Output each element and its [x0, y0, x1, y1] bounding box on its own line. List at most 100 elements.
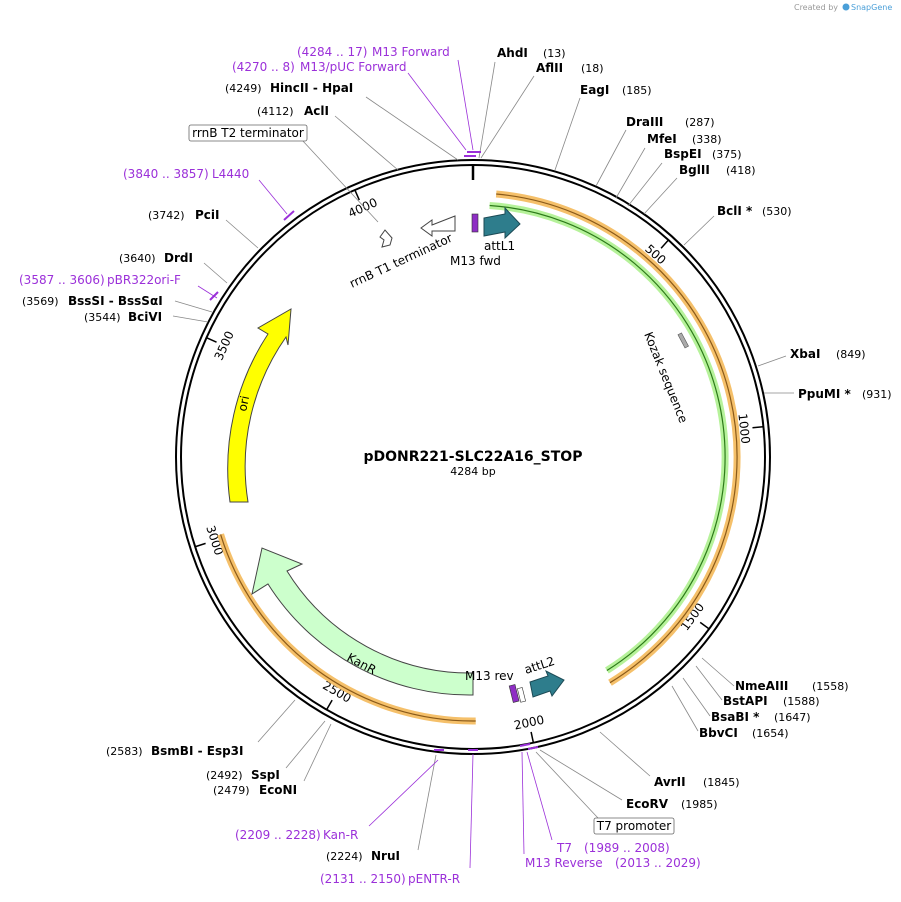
- enzyme-ecorv[interactable]: EcoRV: [626, 797, 669, 811]
- enzyme-bglii[interactable]: BglII: [679, 163, 710, 177]
- enzyme-line-xbai: [757, 355, 787, 367]
- primer-pbr322ori-f-range: (3587 .. 3606): [19, 273, 105, 287]
- enzyme-bspei-pos: (375): [712, 148, 742, 161]
- orf-green-arc[interactable]: [489, 202, 729, 674]
- enzyme-aflii[interactable]: AflII: [536, 61, 563, 75]
- enzyme-line-bsmbi: [257, 699, 296, 743]
- enzyme-bsssi-pos: (3569): [22, 295, 59, 308]
- enzyme-econi[interactable]: EcoNI: [259, 783, 297, 797]
- t7-promoter-feature[interactable]: [517, 687, 526, 703]
- enzyme-line-pcii: [225, 219, 259, 249]
- enzyme-nrui-pos: (2224): [326, 850, 363, 863]
- enzyme-bsabi[interactable]: BsaBI *: [711, 710, 760, 724]
- primer-mark-m13-reverse[interactable]: [527, 746, 539, 750]
- enzyme-econi-pos: (2479): [213, 784, 250, 797]
- tick-mark: [325, 699, 333, 711]
- enzyme-line-avrii: [599, 731, 651, 777]
- enzyme-bsmbi-esp3i[interactable]: BsmBI - Esp3I: [151, 744, 243, 758]
- enzyme-nmeaiii[interactable]: NmeAIII: [735, 679, 788, 693]
- primer-mark-l4440[interactable]: [283, 210, 295, 221]
- enzyme-bcli[interactable]: BclI *: [717, 204, 753, 218]
- orf-orange-arc-lower-core: [220, 534, 476, 722]
- enzyme-line-nmeaiii: [701, 657, 735, 687]
- enzyme-eagi[interactable]: EagI: [580, 83, 609, 97]
- primer-m13-reverse[interactable]: M13 Reverse: [525, 856, 603, 870]
- primer-m13-forward-range: (4284 .. 17): [297, 45, 367, 59]
- enzyme-bstapi[interactable]: BstAPI: [723, 694, 768, 708]
- enzyme-line-ecorv: [539, 749, 623, 801]
- enzyme-line-bbvci: [671, 685, 699, 732]
- ori-feature-arrow[interactable]: [227, 308, 292, 503]
- primer-pbr322ori-f[interactable]: pBR322ori-F: [107, 273, 181, 287]
- enzyme-eagi-pos: (185): [622, 84, 652, 97]
- attl2-feature-arrow[interactable]: [529, 669, 565, 698]
- rrnb-t1-terminator-small-arrow[interactable]: [379, 229, 393, 248]
- primer-line-m13-reverse: [521, 751, 525, 855]
- enzyme-acli[interactable]: AclI: [304, 104, 329, 118]
- credit-brand[interactable]: SnapGene: [851, 3, 892, 12]
- primer-mark-t7[interactable]: [519, 743, 531, 747]
- rrnb-t1-terminator-arrow[interactable]: [420, 215, 456, 237]
- m13-rev-feature[interactable]: [508, 684, 520, 703]
- kozak-feature[interactable]: [677, 332, 689, 349]
- enzyme-draiii[interactable]: DraIII: [626, 115, 663, 129]
- primer-m13-forward[interactable]: M13 Forward: [372, 45, 450, 59]
- tick-mark: [530, 731, 535, 743]
- attl1-feature-arrow[interactable]: [483, 206, 521, 240]
- enzyme-ppumi[interactable]: PpuMI *: [798, 387, 852, 401]
- enzyme-drdi[interactable]: DrdI: [164, 251, 193, 265]
- primer-line-kan-r: [368, 759, 439, 827]
- tick-mark: [354, 189, 360, 201]
- enzyme-avrii[interactable]: AvrII: [654, 775, 686, 789]
- tick-label: 4000: [346, 195, 380, 220]
- enzyme-line-bsssi: [174, 300, 213, 313]
- primer-t7-range: (1989 .. 2008): [584, 841, 670, 855]
- enzyme-line-bcivi: [172, 315, 209, 323]
- t7-promoter-label: T7 promoter: [596, 819, 672, 833]
- enzyme-nmeaiii-pos: (1558): [812, 680, 849, 693]
- primer-t7[interactable]: T7: [556, 841, 572, 855]
- plasmid-size: 4284 bp: [450, 465, 495, 478]
- tick-mark: [194, 542, 206, 548]
- primer-l4440[interactable]: L4440: [212, 167, 249, 181]
- enzyme-pcii[interactable]: PciI: [195, 208, 220, 222]
- enzyme-bcivi-pos: (3544): [84, 311, 121, 324]
- enzyme-bbvci-pos: (1654): [752, 727, 789, 740]
- tick-mark: [752, 425, 764, 429]
- credit-created-by: Created by: [794, 3, 838, 12]
- enzyme-line-bstapi: [695, 665, 723, 701]
- enzyme-bsssi-bsssai[interactable]: BssSI - BssSαI: [68, 294, 163, 308]
- enzyme-bcivi[interactable]: BciVI: [128, 310, 162, 324]
- enzyme-line-aflii: [480, 75, 535, 159]
- enzyme-mfei[interactable]: MfeI: [647, 132, 677, 146]
- enzyme-bbvci[interactable]: BbvCI: [699, 726, 738, 740]
- attl1-label: attL1: [484, 239, 515, 253]
- enzyme-aflii-pos: (18): [581, 62, 604, 75]
- tick-mark: [699, 621, 710, 630]
- plasmid-name: pDONR221-SLC22A16_STOP: [364, 449, 583, 465]
- primer-kan-r[interactable]: Kan-R: [323, 828, 358, 842]
- enzyme-xbai[interactable]: XbaI: [790, 347, 820, 361]
- primer-mark-pbr322ori-f[interactable]: [209, 291, 219, 301]
- enzyme-bspei[interactable]: BspEI: [664, 147, 702, 161]
- enzyme-hincii-hpai[interactable]: HincII - HpaI: [270, 81, 353, 95]
- rrnb-t2-terminator-box[interactable]: [188, 124, 308, 142]
- enzyme-avrii-pos: (1845): [703, 776, 740, 789]
- primer-m13-puc-forward[interactable]: M13/pUC Forward: [300, 60, 407, 74]
- kanr-feature-arrow[interactable]: [251, 547, 474, 696]
- primer-pentr-r[interactable]: pENTR-R: [408, 872, 460, 886]
- t7-promoter-box[interactable]: [593, 817, 675, 835]
- m13-fwd-feature[interactable]: [471, 213, 479, 233]
- enzyme-line-eagi: [554, 97, 581, 171]
- primer-kan-r-range: (2209 .. 2228): [235, 828, 321, 842]
- enzyme-line-bcli: [683, 215, 715, 246]
- primer-line-m13-forward: [457, 59, 474, 151]
- enzyme-line-sspi: [285, 720, 326, 769]
- enzyme-sspi[interactable]: SspI: [251, 768, 280, 782]
- ori-label: ori: [235, 394, 252, 412]
- enzyme-nrui[interactable]: NruI: [371, 849, 400, 863]
- tick-mark: [206, 337, 217, 343]
- enzyme-ahdi-pos: (13): [543, 47, 566, 60]
- enzyme-ahdi[interactable]: AhdI: [497, 46, 528, 60]
